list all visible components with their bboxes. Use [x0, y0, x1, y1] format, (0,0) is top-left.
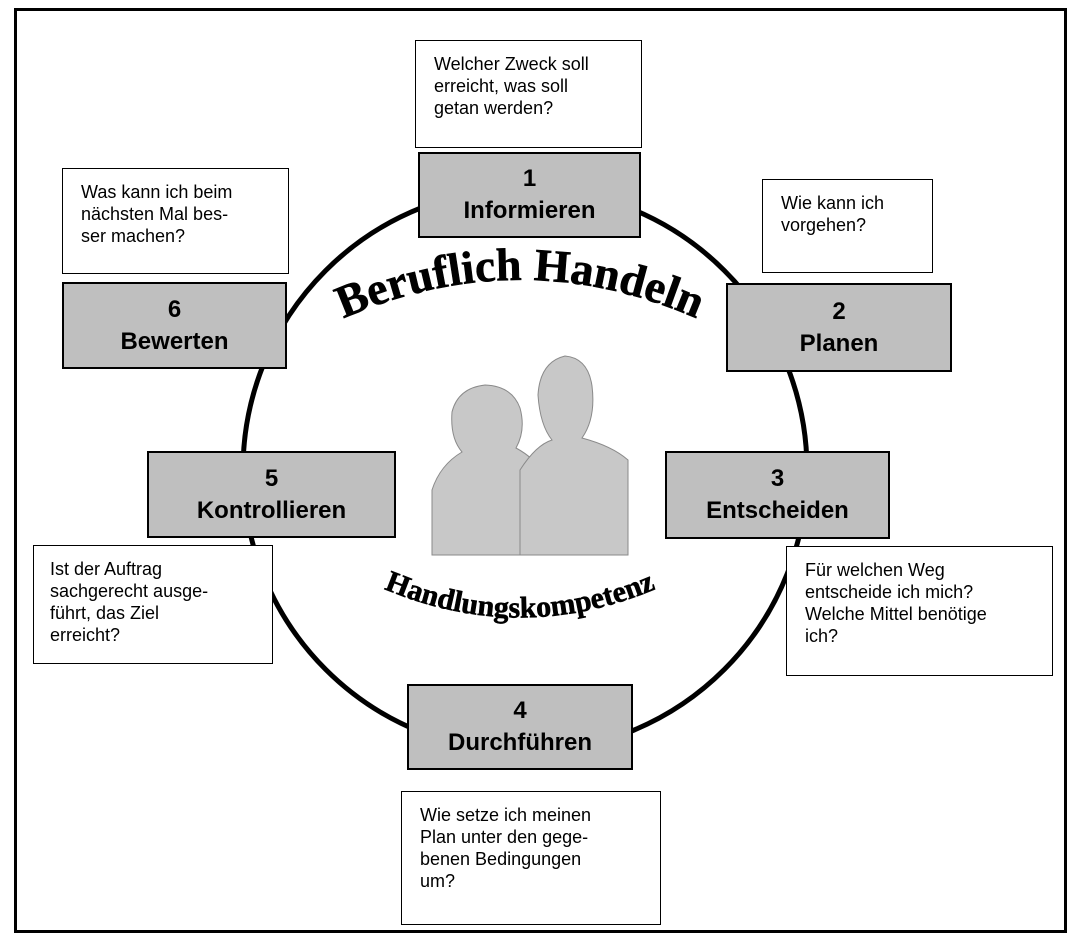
step-label-3: Entscheiden [706, 497, 849, 524]
step-label-6: Bewerten [120, 327, 229, 355]
step-box-6: 6 Bewerten [62, 282, 287, 369]
subtitle-arc-text: Handlungskompetenz [381, 565, 659, 625]
step-box-4: 4 Durchführen [407, 684, 633, 770]
step-box-2: 2 Planen [726, 283, 952, 372]
step-label-5: Kontrollieren [196, 496, 347, 524]
question-box-6: Was kann ich beim nächsten Mal bes- ser … [62, 168, 289, 274]
step-number-1: 1 [522, 165, 537, 192]
question-box-5: Ist der Auftrag sachgerecht ausge- führt… [33, 545, 273, 664]
step-label-2: Planen [799, 329, 879, 357]
step-box-1: 1 Informieren [418, 152, 641, 238]
step-box-3: 3 Entscheiden [665, 451, 890, 539]
step-box-5: 5 Kontrollieren [147, 451, 396, 538]
question-box-4: Wie setze ich meinen Plan unter den gege… [401, 791, 661, 925]
couple-silhouette-icon [431, 355, 629, 556]
step-number-4: 4 [513, 697, 527, 724]
step-label-4: Durchführen [448, 729, 592, 756]
question-box-2: Wie kann ich vorgehen? [762, 179, 933, 273]
question-box-1: Welcher Zweck soll erreicht, was soll ge… [415, 40, 642, 148]
step-number-2: 2 [832, 297, 846, 325]
step-label-1: Informieren [463, 197, 596, 224]
step-number-5: 5 [264, 464, 279, 492]
question-box-3: Für welchen Weg entscheide ich mich? Wel… [786, 546, 1053, 676]
step-number-6: 6 [167, 295, 182, 323]
title-arc-text: Beruflich Handeln [328, 239, 712, 328]
step-number-3: 3 [770, 465, 785, 492]
